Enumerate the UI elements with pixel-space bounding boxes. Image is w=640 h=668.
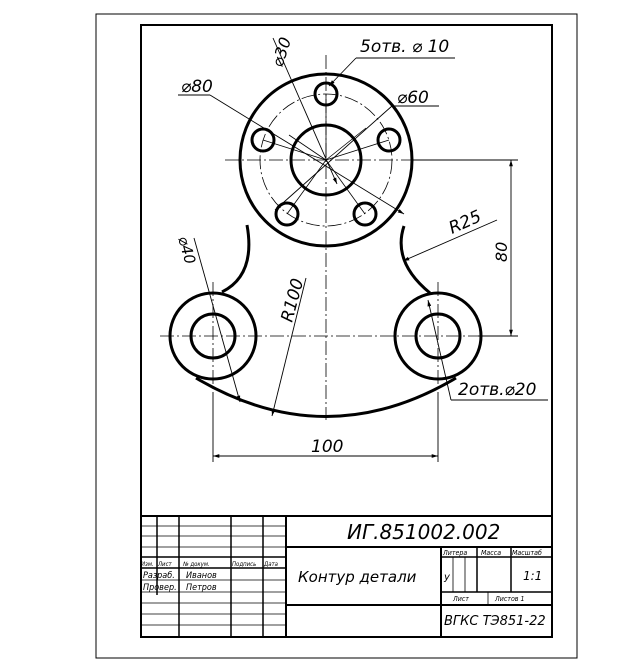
column-mass: Масса [481,549,501,557]
column-scale: Масштаб [512,549,542,557]
title-block-text: ИГ.851002.002 Контур детали Литера Масса… [141,520,546,629]
center-lines [160,55,490,420]
header-sign: Подпись [232,561,256,568]
scale-value: 1:1 [523,569,542,583]
bolt-hole [250,127,276,153]
litera-value: у [443,572,451,583]
dimension-lines [178,37,548,462]
title-block [141,515,552,637]
row-name-0: Иванов [186,571,217,581]
designation: ИГ.851002.002 [347,520,500,544]
sheets-label: Листов 1 [494,595,525,603]
sheet-outer-border [95,13,578,659]
column-litera: Литера [442,549,467,557]
organization: ВГКС ТЭ851-22 [444,614,546,629]
radial-lines [262,94,390,215]
dim-holes2: 2отв.⌀20 [458,380,536,400]
drawing-frame [140,24,553,638]
dim-d40: ⌀40 [174,234,199,266]
sheet-label: Лист [452,595,469,603]
row-role-0: Разраб. [143,571,175,581]
part-contour [168,72,483,381]
dim-d60: ⌀60 [397,88,429,108]
bolt-hole [274,201,300,227]
dim-80: 80 [492,242,511,262]
left-fillet [221,224,251,294]
header-list: Лист [157,561,173,568]
dim-r100: R100 [278,276,309,324]
bolt-hole [352,201,378,227]
dim-holes5: 5отв. ⌀ 10 [360,37,449,57]
header-date: Дата [263,561,278,568]
row-name-1: Петров [186,583,217,593]
dim-d80: ⌀80 [181,77,213,97]
part-name: Контур детали [298,568,417,586]
bolt-hole [376,127,402,153]
header-doc: № докум. [182,561,210,568]
row-role-1: Провер. [143,583,177,593]
header-izm: Изм. [141,561,154,568]
dim-100: 100 [311,437,343,457]
dim-d30: ⌀30 [268,35,295,69]
